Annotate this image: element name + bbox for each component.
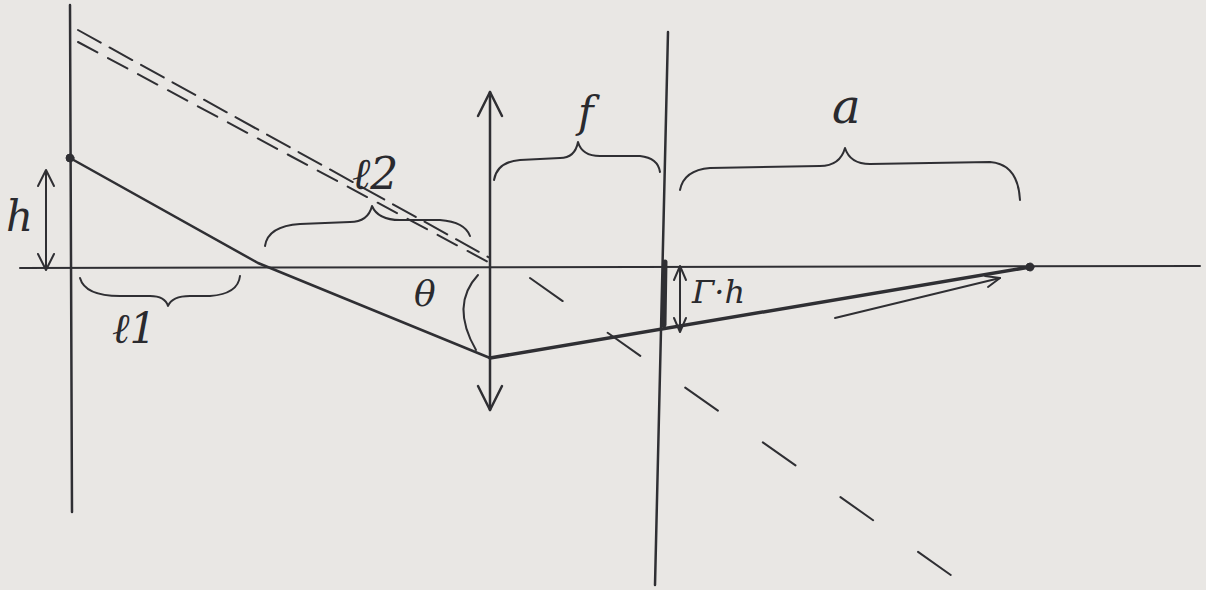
brace	[680, 148, 1020, 200]
lens-arrow	[478, 92, 502, 116]
refracted-ray	[490, 267, 1030, 358]
height-label: h	[6, 196, 33, 238]
dimension-arrow	[38, 170, 54, 186]
dashed-ray	[78, 42, 490, 263]
image-point	[1026, 263, 1034, 271]
dashed-ray	[530, 278, 955, 578]
dimension-arrow	[45, 172, 47, 268]
distance-label: ℓ1	[112, 308, 156, 350]
dimension-arrow	[679, 268, 681, 330]
dimension-arrow	[674, 318, 686, 332]
image-height-label: Γ·h	[692, 276, 745, 308]
dimension-arrow	[674, 266, 686, 280]
object-plane	[70, 5, 72, 512]
focal-plane	[655, 32, 668, 585]
angle-arc	[463, 275, 478, 350]
angle-label: θ	[414, 276, 436, 312]
ray-arrow	[835, 278, 1000, 318]
brace	[494, 142, 660, 180]
brace	[265, 206, 470, 246]
dashed-ray	[78, 30, 490, 258]
lens	[489, 92, 492, 410]
brace	[80, 276, 240, 306]
lens-arrow	[478, 386, 502, 410]
ray	[70, 158, 490, 358]
dimension-arrow	[38, 254, 54, 270]
distance-label: ℓ2	[352, 152, 398, 196]
distance-label: a	[832, 82, 861, 130]
image-segment	[664, 262, 665, 325]
ray-arrow	[985, 276, 1000, 287]
object-point	[66, 154, 74, 162]
focal-length-label: f	[578, 92, 594, 134]
